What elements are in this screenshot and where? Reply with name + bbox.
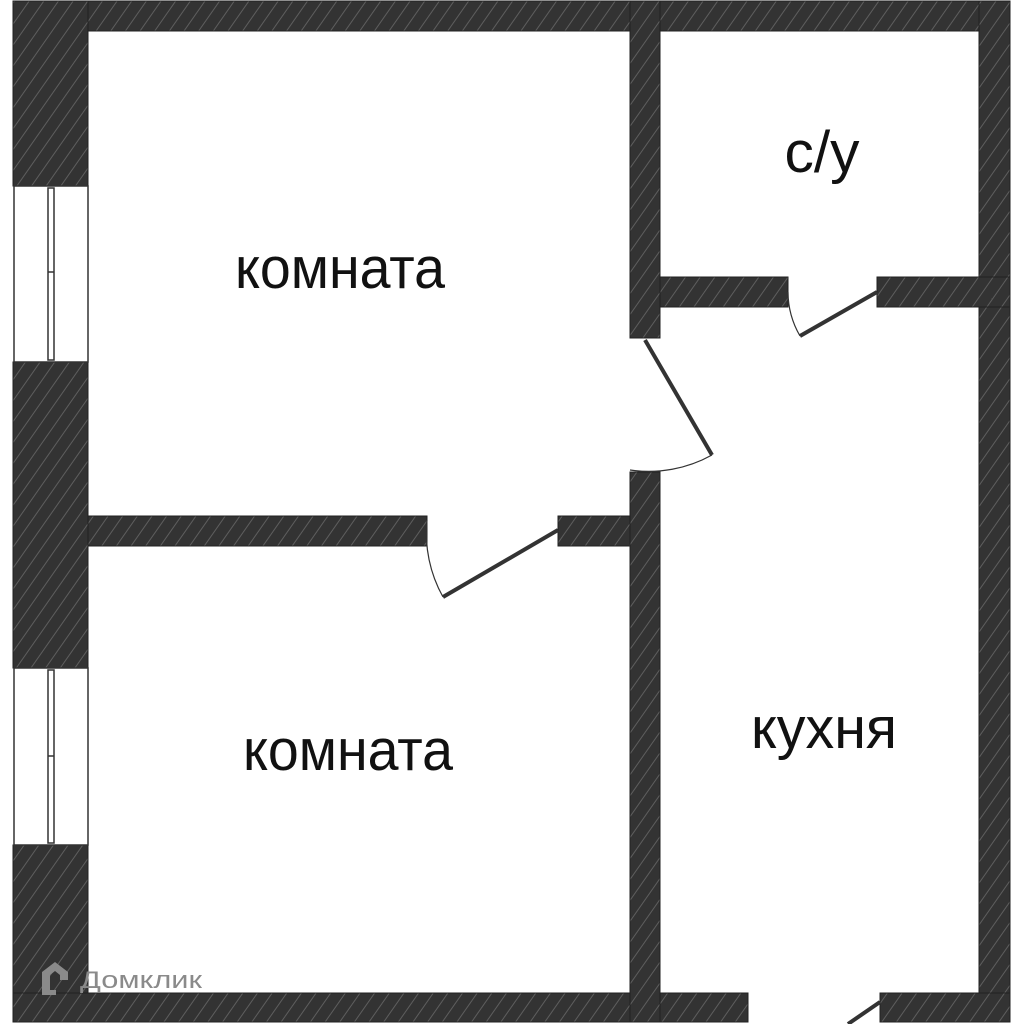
room-label-bathroom: с/у: [785, 120, 860, 185]
door-room1: [629, 338, 714, 472]
window-upper: [13, 185, 89, 363]
walls: [12, 0, 1011, 1023]
wall-left-upper: [12, 0, 89, 187]
doors: [425, 290, 882, 1024]
window-lower: [13, 667, 89, 846]
windows: [13, 185, 89, 846]
house-logo-icon: [42, 962, 68, 995]
watermark: Домклик: [42, 962, 203, 995]
wall-central-upper: [629, 0, 661, 339]
watermark-text: Домклик: [80, 967, 203, 994]
door-room2: [425, 519, 560, 599]
wall-bathroom-left: [659, 276, 789, 308]
wall-partition-rooms-left: [87, 515, 428, 547]
room-label-room2: комната: [243, 718, 454, 783]
wall-bottom-right: [879, 992, 1011, 1023]
wall-central-lower: [629, 471, 661, 1023]
wall-right: [978, 0, 1011, 1023]
wall-bathroom-right: [876, 276, 1011, 308]
wall-bottom-left: [12, 992, 749, 1023]
door-entrance: [846, 1000, 882, 1024]
door-bathroom: [787, 290, 878, 338]
room-label-kitchen: кухня: [751, 696, 897, 761]
wall-top: [12, 0, 1011, 32]
wall-left-middle: [12, 361, 89, 669]
room-label-room1: комната: [235, 236, 446, 301]
